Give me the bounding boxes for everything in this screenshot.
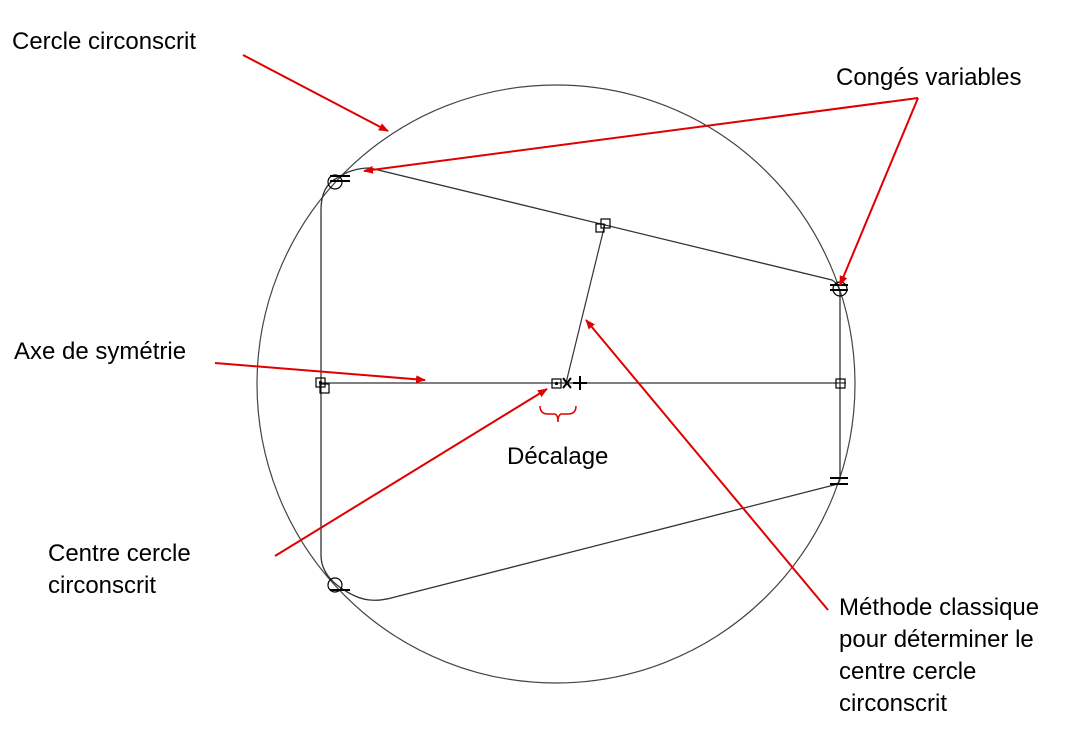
- perpendicular-bisector: [565, 223, 606, 384]
- arrow-center: [274, 388, 548, 557]
- arrow-axis: [214, 362, 426, 384]
- arrow-circle: [242, 54, 389, 132]
- label-circle-center: Centre cercle circonscrit: [48, 540, 191, 599]
- label-offset: Décalage: [507, 443, 609, 470]
- label-circumscribed-circle: Cercle circonscrit: [12, 28, 197, 55]
- constraint-markers: [315, 174, 848, 593]
- annotation-arrows: [214, 54, 919, 611]
- label-classic-method: Méthode classique pour déterminer le cen…: [839, 594, 1040, 717]
- offset-brace: [539, 405, 577, 423]
- arrow-method: [585, 319, 829, 611]
- center-markers: [562, 376, 587, 390]
- label-variable-fillets: Congés variables: [836, 64, 1022, 91]
- profile-shape: [320, 167, 841, 601]
- circumscribed-circle: [256, 84, 856, 684]
- label-symmetry-axis: Axe de symétrie: [14, 338, 187, 365]
- arrow-fillet-1: [363, 97, 919, 174]
- arrow-fillet-2: [839, 97, 919, 286]
